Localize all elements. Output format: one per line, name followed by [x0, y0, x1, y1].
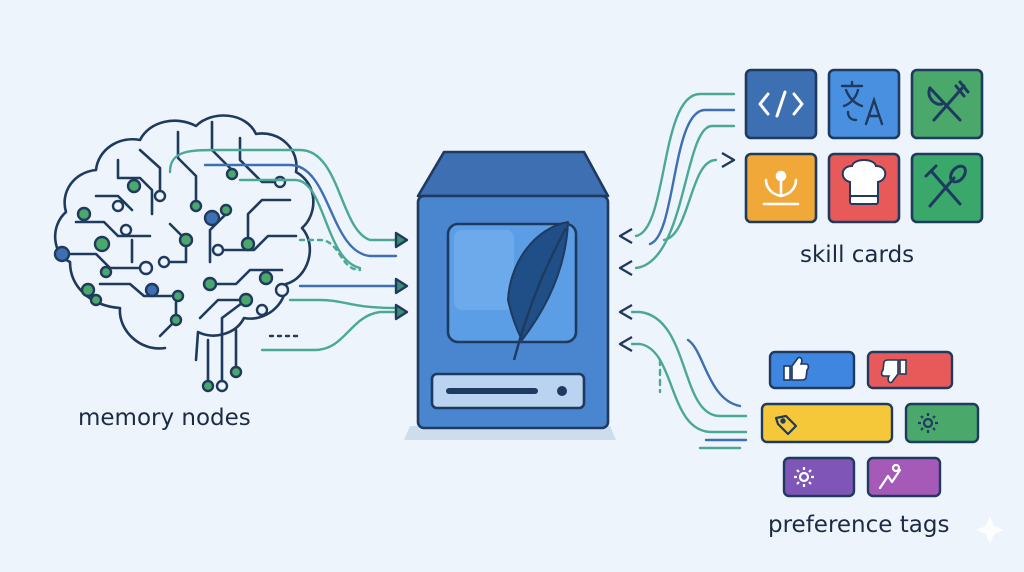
- memory-arrowheads: [396, 233, 407, 319]
- skill-card-code: [746, 70, 816, 138]
- brain-circuit-icon: [55, 116, 313, 382]
- skill-card-fork-knife: [912, 70, 982, 138]
- preference-tag-settings-purple: [784, 458, 854, 496]
- brain-nodes: [55, 169, 288, 391]
- preference-tag-chart: [868, 458, 940, 496]
- sparkle-icon: [976, 516, 1004, 544]
- preference-tag-label: [762, 404, 892, 442]
- skill-card-plant: [746, 154, 816, 222]
- preference-tag-settings-green: [906, 404, 978, 442]
- memory-flow-lines: [170, 150, 396, 350]
- preference-tag-thumbs-down: [868, 352, 952, 388]
- preference-tag-thumbs-up: [770, 352, 854, 388]
- sqlite-feather-database-icon: [404, 152, 616, 440]
- skill-card-translate: [829, 70, 899, 138]
- preference-flow-lines: [632, 312, 746, 448]
- skill-card-fork-spoon: [912, 154, 982, 222]
- skill-cards-label: skill cards: [800, 242, 914, 268]
- preference-arrowheads: [620, 305, 632, 351]
- chef-hat-icon: [843, 160, 886, 204]
- preference-tags-label: preference tags: [768, 512, 949, 538]
- skill-flow-lines: [636, 94, 734, 268]
- database-top: [418, 152, 608, 196]
- skill-card-chef-hat: [829, 154, 899, 222]
- memory-nodes-label: memory nodes: [78, 405, 251, 431]
